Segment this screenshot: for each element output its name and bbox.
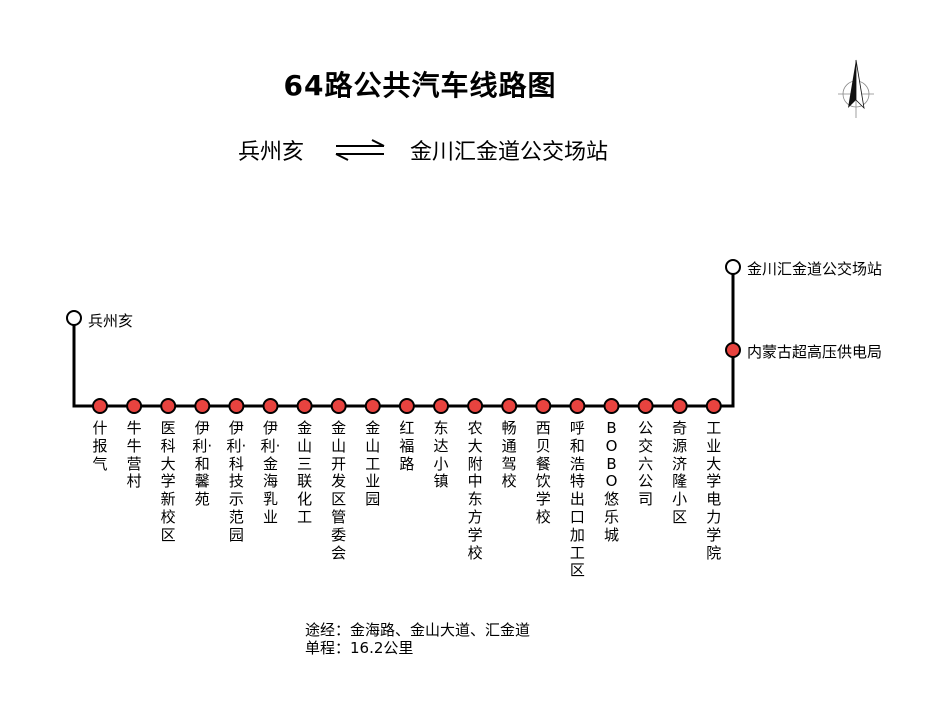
stop-dot xyxy=(467,398,484,414)
stop-dot xyxy=(433,398,449,414)
stop-dot xyxy=(194,398,211,414)
stop-dot xyxy=(296,398,313,414)
terminal-end-dot xyxy=(725,259,741,275)
direction-from: 兵州亥 xyxy=(238,140,305,165)
stop-dot xyxy=(535,398,552,414)
stop-label: 工业大学电力学院 xyxy=(706,419,722,562)
stops-layer xyxy=(66,259,741,414)
route-length: 单程：16.2公里 xyxy=(305,639,414,657)
terminal-start-dot xyxy=(66,310,82,326)
stop-dot xyxy=(160,398,177,414)
stop-label: 农大附中东方学校 xyxy=(467,419,483,562)
stop-label: 伊利·科技示范园 xyxy=(226,419,247,544)
route-via: 途经：金海路、金山大道、汇金道 xyxy=(305,621,531,639)
stop-label: 金山工业园 xyxy=(365,419,381,509)
compass-icon xyxy=(838,59,874,118)
direction-to: 金川汇金道公交场站 xyxy=(410,140,609,165)
stop-dot xyxy=(637,398,654,414)
stop-label: 畅通驾校 xyxy=(501,419,517,491)
stop-label: 红福路 xyxy=(399,419,415,473)
stop-dot xyxy=(398,398,415,414)
stop-label: 呼和浩特出口加工区 xyxy=(569,419,585,580)
terminal-start-label: 兵州亥 xyxy=(88,312,134,330)
stop-label: 伊利·和馨苑 xyxy=(192,419,213,509)
stop-dot xyxy=(501,398,518,414)
bidirectional-arrow-icon xyxy=(335,139,385,161)
stop-dot xyxy=(262,398,279,414)
stop-label: 金山三联化工 xyxy=(297,419,313,526)
stop-dot xyxy=(569,398,586,414)
stop-dot xyxy=(671,398,688,414)
stop-label: 伊利·金海乳业 xyxy=(260,419,281,526)
stop-dot-vertical xyxy=(725,342,741,358)
stop-label: 什报气 xyxy=(92,419,108,473)
stop-label: 奇源济隆小区 xyxy=(672,419,688,526)
stop-label: 医科大学新校区 xyxy=(160,419,176,544)
stop-label: 西贝餐饮学校 xyxy=(535,419,551,526)
page-title: 64路公共汽车线路图 xyxy=(283,69,557,102)
stop-dot xyxy=(603,398,620,414)
stop-dot xyxy=(330,398,347,414)
stop-label: 东达小镇 xyxy=(433,419,449,491)
stop-dot xyxy=(126,398,143,414)
stop-dot xyxy=(92,398,108,414)
stop-dot xyxy=(364,398,381,414)
stop-dot xyxy=(228,398,245,414)
stop-label: 金山开发区管委会 xyxy=(331,419,347,562)
stop-label: BOBO悠乐城 xyxy=(603,419,619,544)
stop-label-vertical: 内蒙古超高压供电局 xyxy=(747,343,883,361)
stop-label: 牛牛营村 xyxy=(126,419,142,491)
route-line xyxy=(72,267,735,408)
stop-label: 公交六公司 xyxy=(638,419,654,509)
terminal-end-label: 金川汇金道公交场站 xyxy=(747,260,883,278)
stop-dot xyxy=(705,398,722,414)
